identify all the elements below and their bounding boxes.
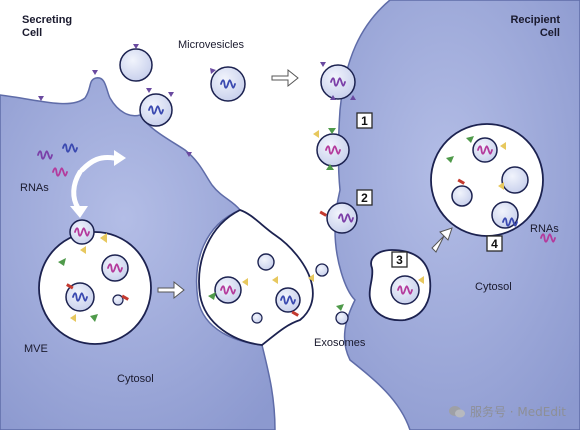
endosome-vesicle: [451, 185, 473, 207]
mve-label: MVE: [24, 343, 48, 355]
marker-purple: [38, 96, 44, 101]
arrow-right: [157, 280, 185, 300]
mve-fusion-pocket: [198, 209, 314, 346]
watermark: 服务号 · MedEdit: [448, 403, 566, 420]
arrow-curved-down: [71, 169, 83, 211]
marker-purple: [146, 88, 152, 93]
marker-yellow: [313, 130, 319, 138]
marker-yellow: [418, 276, 424, 284]
marker-yellow: [272, 276, 278, 284]
arrowhead: [114, 150, 126, 166]
microvesicles-label: Microvesicles: [178, 39, 245, 51]
marker-green: [58, 258, 66, 266]
step-1-badge: 1: [356, 112, 373, 129]
marker-red: [66, 283, 74, 290]
cytosol-left-label: Cytosol: [117, 373, 154, 385]
step-3-badge: 3: [391, 251, 408, 268]
rnas-label-right: RNAs: [530, 223, 559, 235]
exosome: [251, 312, 263, 324]
recipient-cell-label: Recipient: [510, 14, 560, 26]
watermark-text: 服务号 · MedEdit: [469, 405, 566, 419]
endosome-vesicle: [491, 201, 519, 229]
step-4-badge: 4: [486, 235, 503, 252]
marker-yellow: [308, 274, 314, 282]
marker-purple: [330, 95, 336, 100]
marker-green: [466, 136, 474, 143]
marker-yellow: [70, 314, 76, 322]
cytosol-right-label: Cytosol: [475, 281, 512, 293]
marker-red: [319, 210, 327, 217]
marker-red: [457, 178, 465, 185]
marker-purple: [186, 152, 192, 157]
step-2-badge: 2: [356, 189, 373, 206]
marker-yellow: [242, 278, 248, 286]
marker-purple: [133, 44, 139, 49]
secreting-cell-label: Cell: [22, 27, 42, 39]
marker-purple: [168, 92, 174, 97]
marker-purple: [350, 95, 356, 100]
marker-red: [121, 294, 129, 301]
marker-green: [336, 304, 344, 311]
marker-green: [208, 292, 216, 300]
svg-text:1: 1: [361, 114, 368, 128]
svg-text:3: 3: [396, 253, 403, 267]
arrowhead: [70, 206, 88, 218]
marker-green: [446, 156, 454, 163]
exosome: [257, 253, 275, 271]
rnas-label-left: RNAs: [20, 182, 49, 194]
svg-text:4: 4: [491, 237, 498, 251]
exosome: [335, 311, 349, 325]
arrow-up-right: [431, 227, 453, 253]
svg-text:2: 2: [361, 191, 368, 205]
marker-purple: [92, 70, 98, 75]
marker-green: [328, 128, 336, 134]
marker-yellow: [498, 182, 504, 190]
microvesicle: [119, 48, 153, 82]
marker-yellow: [500, 142, 506, 150]
marker-purple: [320, 62, 326, 67]
secreting-cell-label: Secreting: [22, 14, 72, 26]
endosome-vesicle: [501, 166, 529, 194]
marker-yellow: [80, 246, 86, 254]
wechat-icon: [448, 405, 465, 417]
exosome: [315, 263, 329, 277]
marker-yellow: [100, 233, 107, 243]
arrow-right: [271, 68, 299, 88]
arrow-curved-up: [79, 155, 117, 173]
recipient-cell-label: Cell: [540, 27, 560, 39]
exosomes-label: Exosomes: [314, 337, 366, 349]
marker-green: [90, 314, 98, 322]
mve-vesicle: [112, 294, 124, 306]
mve: [38, 231, 152, 345]
marker-purple: [210, 68, 216, 74]
marker-red: [291, 310, 299, 317]
marker-green: [326, 164, 334, 170]
